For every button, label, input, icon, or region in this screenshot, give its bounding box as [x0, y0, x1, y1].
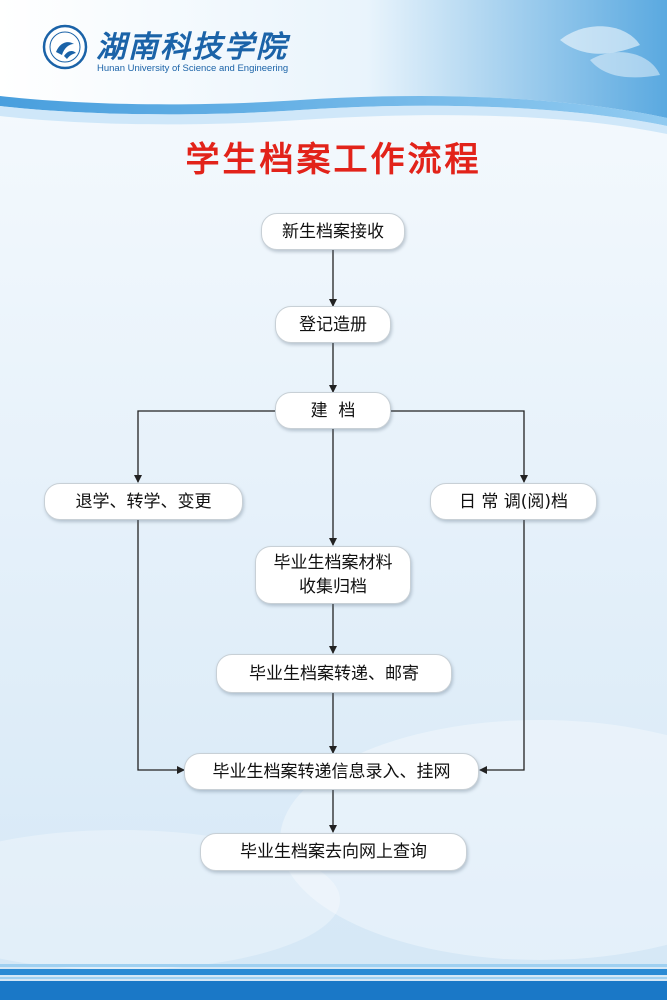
arrow-build-daily: [391, 410, 528, 483]
node-new-student-file-receive: 新生档案接收: [261, 213, 405, 250]
footer-stripes: [0, 964, 667, 1000]
node-withdraw-transfer-change: 退学、转学、变更: [44, 483, 243, 520]
node-daily-file-access: 日 常 调(阅)档: [430, 483, 597, 520]
arrow-withdraw-record: [137, 520, 185, 774]
arrow-build-withdraw: [134, 410, 276, 483]
arrow-daily-record: [479, 520, 525, 774]
node-graduate-online-query: 毕业生档案去向网上查询: [200, 833, 467, 871]
node-graduate-transfer-mail: 毕业生档案转递、邮寄: [216, 654, 452, 693]
school-logo-icon: [42, 24, 88, 70]
school-name-english: Hunan University of Science and Engineer…: [97, 63, 289, 74]
node-build-file: 建 档: [275, 392, 391, 429]
node-register: 登记造册: [275, 306, 391, 343]
node-graduate-record-online: 毕业生档案转递信息录入、挂网: [184, 753, 479, 790]
node-graduate-material-collect: 毕业生档案材料 收集归档: [255, 546, 411, 604]
page-title: 学生档案工作流程: [185, 140, 482, 180]
school-name-chinese: 湖南科技学院: [96, 30, 288, 65]
